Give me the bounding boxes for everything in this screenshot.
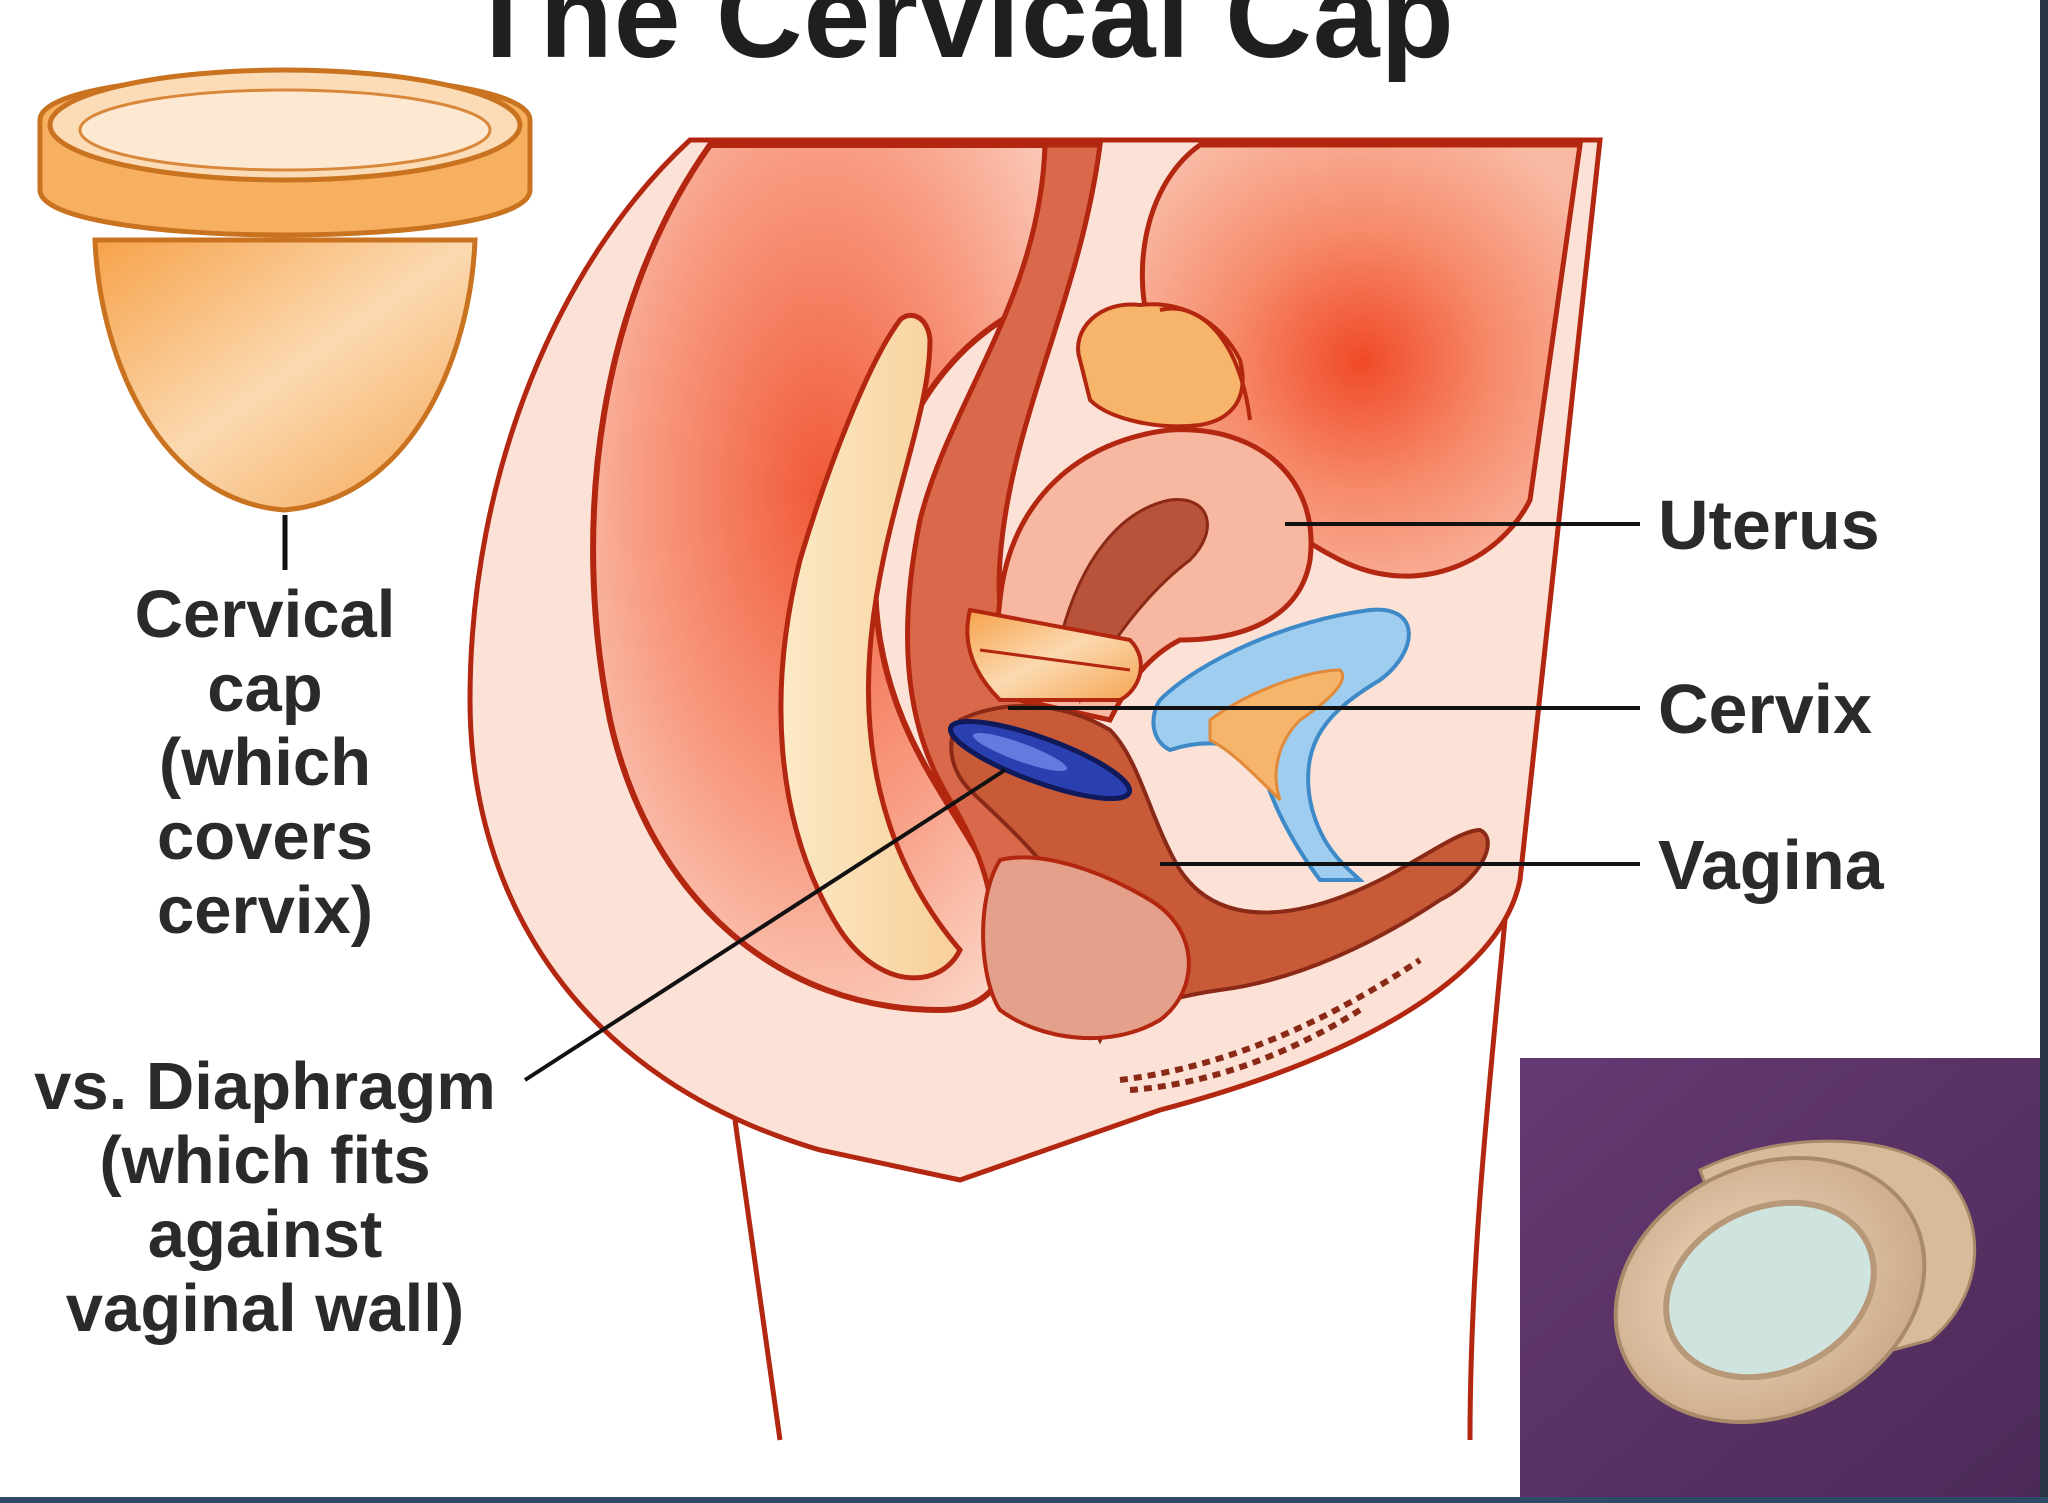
label-vagina: Vagina bbox=[1658, 826, 1884, 904]
cervical-cap-label-line: (which bbox=[158, 725, 372, 800]
cap-photo bbox=[1520, 1058, 2040, 1498]
diaphragm-label-line: vs. Diaphragm bbox=[34, 1049, 496, 1124]
perineum bbox=[981, 855, 1191, 1041]
right-edge-strip bbox=[2040, 0, 2048, 1503]
cervical-cap-label-line: cervix) bbox=[156, 873, 374, 948]
diaphragm-highlight bbox=[972, 732, 1068, 772]
cap-body bbox=[92, 237, 478, 513]
ovary bbox=[1076, 302, 1245, 429]
cervical-cap-in-place bbox=[965, 607, 1143, 702]
page-title: The Cervical Cap bbox=[465, 0, 1455, 83]
cervical-cap-illustration bbox=[37, 67, 533, 570]
cervical-cap-label-line: Cervical bbox=[134, 577, 396, 652]
fallopian-tube bbox=[1159, 306, 1252, 421]
photo-cap-opening bbox=[1663, 1199, 1877, 1381]
cervical-cap-label-line: covers bbox=[156, 799, 374, 874]
pubic-hair bbox=[1119, 957, 1422, 1093]
cervical-cap-label: Cervical cap (which covers cervix) bbox=[95, 578, 435, 948]
diaphragm-label: vs. Diaphragm (which fits against vagina… bbox=[5, 1050, 525, 1346]
diaphragm-label-line: (which fits bbox=[99, 1123, 431, 1198]
cervical-cap-label-line: cap bbox=[207, 651, 323, 726]
label-cervix: Cervix bbox=[1658, 670, 1873, 748]
leader-diaphragm bbox=[523, 768, 1007, 1082]
bladder-inner bbox=[1208, 668, 1344, 802]
label-uterus: Uterus bbox=[1658, 486, 1880, 564]
cervical-cap-rim-line bbox=[979, 648, 1131, 672]
diaphragm-label-line: vaginal wall) bbox=[65, 1271, 465, 1346]
spine bbox=[778, 313, 963, 981]
diaphragm-label-line: against bbox=[147, 1197, 383, 1272]
leg-line-left bbox=[732, 1119, 783, 1441]
leg-line-right bbox=[1467, 919, 1508, 1441]
cap-opening-inner bbox=[78, 88, 492, 172]
bottom-edge-strip bbox=[0, 1497, 2048, 1503]
